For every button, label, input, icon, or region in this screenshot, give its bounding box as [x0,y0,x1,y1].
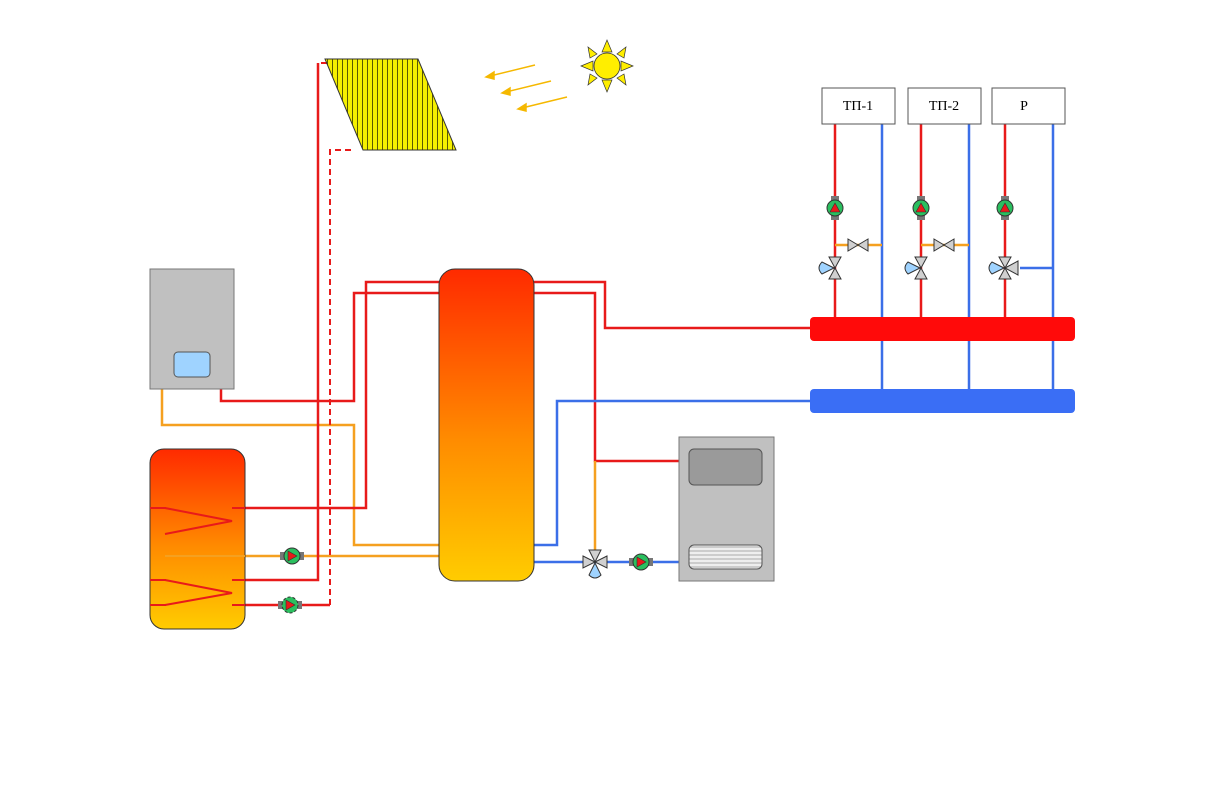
consumer-boxes: ТП-1 ТП-2 Р [821,87,1066,125]
dhw-coils [150,507,233,606]
pump-icon [629,553,653,571]
solar-return-line [329,149,352,605]
consumer-box-tp1 [821,87,896,125]
boiler-dhw-pipe [160,389,439,547]
consumer-box-tp2 [907,87,982,125]
three-way-valve-icon [582,549,608,579]
buffer-to-stove-pipe [534,291,680,463]
pump-icon [278,596,302,614]
balancing-valve-icon [933,238,955,252]
balancing-valve-icon [847,238,869,252]
sun-icon [580,39,634,93]
three-way-valve-icon [904,256,928,280]
stove-door-upper [688,448,763,486]
consumer-label-tp2: ТП-2 [929,99,959,114]
buffer-tank [438,268,535,582]
buffer-to-dhw-pipe [165,280,439,510]
return-manifold-pipe [534,399,812,547]
pump-icon [826,196,844,220]
hot-manifold [810,317,1075,341]
cold-manifold [810,389,1075,413]
pump-icon [912,196,930,220]
buffer-to-manifold-pipe [534,280,812,330]
three-way-valve-icon [818,256,842,280]
consumer-label-tp1: ТП-1 [843,99,873,114]
pump-icon [280,547,304,565]
wall-boiler [149,268,235,390]
solar-collector-icon [324,58,457,151]
consumer-box-r [991,87,1066,125]
solar-flow-line [317,62,327,580]
stove-door-lower [688,544,763,570]
three-way-valve-icon [988,256,1019,280]
consumer-label-r: Р [1020,99,1028,114]
sun-rays [484,64,568,112]
solar-circuit [317,62,352,605]
solid-fuel-boiler [678,436,775,582]
boiler-supply-pipe [219,291,439,403]
pump-icon [996,196,1014,220]
boiler-display [173,351,211,378]
dhw-tank [149,448,246,630]
